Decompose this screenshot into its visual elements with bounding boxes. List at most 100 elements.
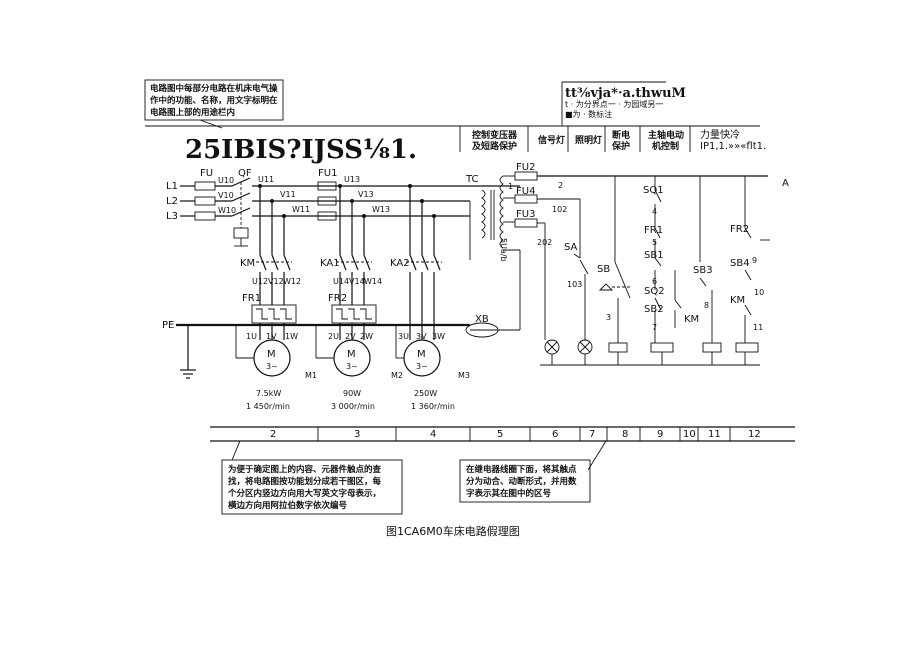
main-supply: L1 L2 L3 FU U10 V10 W10 QF U11 V11 W11 F…	[166, 168, 520, 247]
garbled-title: 25IBIS?IJSS⅛1.	[185, 135, 417, 165]
motor-M3-power: 250W	[414, 389, 437, 398]
top-left-note-line: 作中的功能、名称，用文字标明在	[150, 95, 278, 106]
zone-label: 6	[552, 429, 558, 440]
motor-M3-symbol: M	[417, 349, 426, 360]
label-SB1: SB1	[644, 250, 664, 261]
top-left-note: 电路图中每部分电路在机床电气操 作中的功能、名称，用文字标明在 电路图上部的用途…	[144, 79, 284, 129]
label-FU: FU	[200, 168, 213, 179]
label-3V: 3V	[416, 332, 427, 341]
motor-M1-symbol: M	[267, 349, 276, 360]
label-node-8: 8	[704, 301, 709, 310]
motor-M3-speed: 1 360r/min	[411, 402, 455, 411]
header-label: 信号灯	[538, 134, 565, 146]
zone-strip: 2 3 4 5 6 7 8 9 10 11 12	[210, 426, 795, 442]
label-W12: W12	[283, 277, 301, 286]
bottom-right-note-line: 分为动合、动断形式，并用数	[466, 476, 577, 487]
label-XB: XB	[475, 314, 489, 325]
zone-label: 9	[657, 429, 663, 440]
overlay-line: t · 为分界点一 · 为园域另一	[565, 99, 663, 109]
label-M2: M2	[391, 371, 403, 380]
motor-M1-power: 7.5kW	[256, 389, 281, 398]
header-label: 照明灯	[575, 134, 602, 146]
function-header-bar: 控制变压器 及短路保护 信号灯 照明灯 断电 保护 主轴电动 机控制	[145, 125, 760, 152]
zone-label: 12	[748, 429, 761, 440]
overlay-right-label: 力量快冷	[700, 128, 740, 141]
header-label: 断电	[612, 129, 630, 141]
label-node-7: 7	[652, 323, 657, 332]
label-W11: W11	[292, 205, 310, 214]
label-QF: QF	[238, 168, 252, 179]
label-FU4: FU4	[516, 186, 535, 197]
label-SB: SB	[597, 264, 610, 275]
label-node-103: 103	[567, 280, 582, 289]
motor-M2-power: 90W	[343, 389, 361, 398]
zone-label: 8	[622, 429, 628, 440]
motor-branch-3: KA2 3U 3V 3W M 3~ M3 250W 1 360r/min	[390, 184, 470, 411]
label-node-6: 6	[652, 277, 657, 286]
bottom-left-note: 为便于确定图上的内容、元器件触点的查 找，将电路图按功能划分成若干图区，每 个分…	[221, 440, 403, 515]
overlay-line: ■为 · 数标注	[565, 109, 612, 119]
label-node-2: 2	[558, 181, 563, 190]
bottom-left-note-line: 为便于确定图上的内容、元器件触点的查	[228, 464, 382, 475]
label-1W: 1W	[285, 332, 298, 341]
bottom-right-note: 在继电器线圈下面，将其触点 分为动合、动断形式，并用数 字表示其在图中的区号	[459, 440, 607, 503]
label-W10: W10	[218, 206, 236, 215]
motor-branch-2: KA1 U14 V14 W14 FR2 2U 2V 2W M 3~ M2 90W…	[320, 184, 403, 411]
label-node-9: 9	[752, 256, 757, 265]
motor-M2-symbol: M	[347, 349, 356, 360]
bottom-right-note-line: 在继电器线圈下面，将其触点	[466, 464, 577, 475]
zone-label: 11	[708, 429, 721, 440]
label-3W: 3W	[432, 332, 445, 341]
label-L1: L1	[166, 181, 178, 192]
header-label: 保护	[611, 140, 630, 152]
top-left-note-line: 电路图上部的用途栏内	[150, 107, 235, 118]
bottom-left-note-line: 个分区内竖边方向用大写英文字母表示，	[227, 488, 381, 499]
motor-M1-phase: 3~	[266, 362, 278, 371]
label-1U: 1U	[246, 332, 257, 341]
label-W14: W14	[364, 277, 382, 286]
label-U12: U12	[252, 277, 268, 286]
label-KM-contact-2: KM	[730, 295, 745, 306]
label-FR2: FR2	[328, 293, 347, 304]
label-node-102: 102	[552, 205, 567, 214]
label-U13: U13	[344, 175, 360, 184]
motor-M2-phase: 3~	[346, 362, 358, 371]
label-2U: 2U	[328, 332, 339, 341]
bottom-left-note-line: 横边方向用阿拉伯数字依次编号	[227, 500, 348, 511]
label-V14: V14	[349, 277, 365, 286]
label-L2: L2	[166, 196, 178, 207]
label-FR1-contact: FR1	[644, 225, 663, 236]
control-transformer: TC 1 5Ua/b	[465, 174, 521, 330]
label-W13: W13	[372, 205, 390, 214]
overlay-right-label: IP1,1.»»«flt1.	[700, 141, 766, 152]
header-label: 机控制	[652, 140, 679, 152]
protective-earth: PE XB	[162, 314, 520, 379]
label-KM-contact: KM	[684, 314, 699, 325]
label-KA1: KA1	[320, 258, 340, 269]
label-PE: PE	[162, 320, 174, 331]
zone-label: 7	[589, 429, 595, 440]
label-U14: U14	[333, 277, 349, 286]
label-SQ1: SQ1	[643, 185, 664, 196]
motor-M3-phase: 3~	[416, 362, 428, 371]
label-U10: U10	[218, 176, 234, 185]
zone-label: 5	[497, 429, 503, 440]
zone-label: 2	[270, 429, 276, 440]
label-SB4: SB4	[730, 258, 750, 269]
zone-label: 10	[683, 429, 696, 440]
zone-label: 3	[354, 429, 360, 440]
label-M3: M3	[458, 371, 470, 380]
label-1V: 1V	[266, 332, 277, 341]
figure-caption: 图1CA6M0车床电路假理图	[386, 524, 520, 538]
label-FU3: FU3	[516, 209, 535, 220]
label-TC: TC	[465, 174, 479, 185]
overlay-box: tt⅜vja*·a.thwuM t · 为分界点一 · 为园域另一 ■为 · 数…	[561, 81, 686, 126]
label-SB3: SB3	[693, 265, 713, 276]
header-label: 控制变压器	[472, 129, 518, 141]
label-U11: U11	[258, 175, 274, 184]
label-KA2: KA2	[390, 258, 410, 269]
label-V11: V11	[280, 190, 296, 199]
label-SA: SA	[564, 242, 578, 253]
bottom-left-note-line: 找，将电路图按功能划分成若干图区，每	[228, 476, 382, 487]
